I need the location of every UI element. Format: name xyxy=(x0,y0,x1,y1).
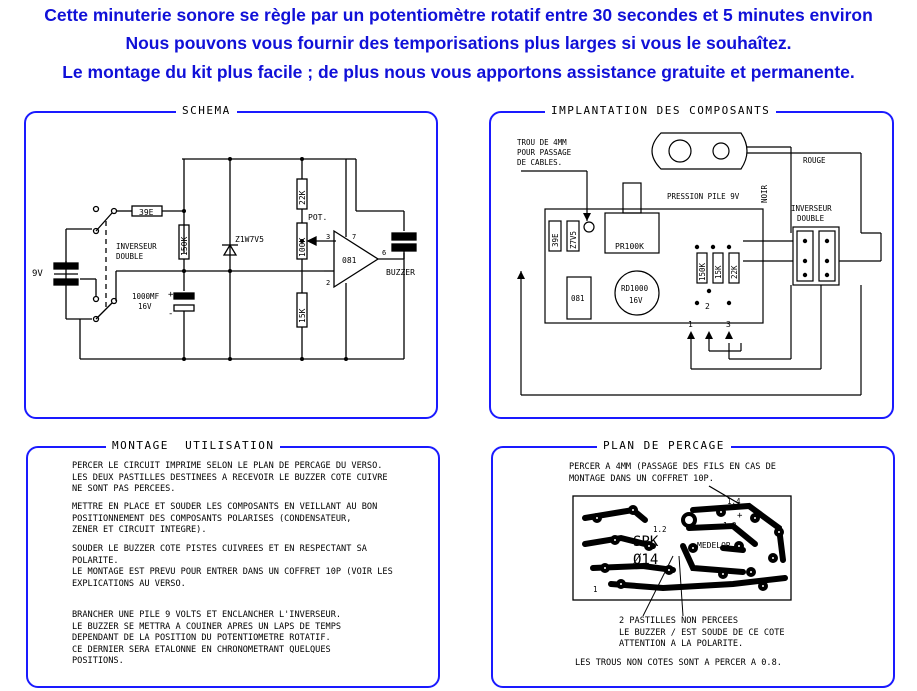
dim-1: 1 xyxy=(593,585,598,594)
rouge-label: ROUGE xyxy=(803,156,826,165)
zener-label: Z1W7V5 xyxy=(235,235,264,244)
montage-paragraph-3: SOUDER LE BUZZER COTE PISTES CUIVREES ET… xyxy=(72,544,393,589)
headline-3: Le montage du kit plus facile ; de plus … xyxy=(62,62,855,82)
percage-title: PLAN DE PERCAGE xyxy=(597,439,731,453)
montage-paragraph-1: PERCER LE CIRCUIT IMPRIME SELON LE PLAN … xyxy=(72,461,388,494)
implantation-panel: IMPLANTATION DES COMPOSANTS xyxy=(489,104,894,419)
pression-label: PRESSION PILE 9V xyxy=(667,192,740,201)
r-top-label: 22K xyxy=(298,190,307,205)
cap-minus: - xyxy=(168,309,173,319)
r2-label: 150K xyxy=(180,237,189,256)
noir-label: NOIR xyxy=(760,184,769,203)
hole-label-2: POUR PASSAGE xyxy=(517,148,572,157)
schematic-diagram: 9V INVERSEUR DOUBLE 39E 150K Z1W7V5 22K … xyxy=(32,157,417,361)
inverter-label-2: DOUBLE xyxy=(797,214,825,223)
percage-bottom-note: LES TROUS NON COTES SONT A PERCER A 0.8. xyxy=(575,658,782,668)
battery-label: 9V xyxy=(32,269,43,279)
montage-paragraph-2: METTRE EN PLACE ET SOUDER LES COMPOSANTS… xyxy=(72,502,378,535)
switch-label-1: INVERSEUR xyxy=(116,242,157,251)
polarity-plus: + xyxy=(737,511,743,521)
r-bottom-label: 15K xyxy=(298,308,307,323)
code-label: Ø14 xyxy=(633,552,658,568)
pin3-label: 3 xyxy=(326,233,330,241)
pot-label: POT. xyxy=(308,213,327,222)
dim-1-2-a: 1.2 xyxy=(653,525,667,534)
pcb-cap-label-2: 16V xyxy=(629,296,643,305)
pcb-pot-label: PR100K xyxy=(615,242,644,251)
r1-label: 39E xyxy=(139,208,154,217)
montage-title: MONTAGE UTILISATION xyxy=(106,439,281,453)
pcb-r3-label: 15K xyxy=(714,265,723,279)
spk-label: SPK xyxy=(633,534,659,550)
pin2-label: 2 xyxy=(326,279,330,287)
ic-label: 081 xyxy=(342,256,357,265)
schema-title: SCHEMA xyxy=(176,104,237,118)
montage-panel: MONTAGE UTILISATION PERCER LE CIRCUIT IM… xyxy=(26,439,440,688)
headline-2: Nous pouvons vous fournir des temporisat… xyxy=(125,33,792,53)
pcb-r1-label: 39E xyxy=(551,233,560,247)
percage-top-note: PERCER A 4MM (PASSAGE DES FILS EN CAS DE… xyxy=(569,462,776,484)
cap-plus: + xyxy=(168,290,174,300)
pcb-r2-label: 150K xyxy=(698,262,707,281)
pcb-r4-label: 22K xyxy=(730,265,739,279)
dim-1-4: 1.4 xyxy=(727,497,741,506)
percage-note-2: 2 PASTILLES NON PERCEES LE BUZZER / EST … xyxy=(619,616,785,649)
pin7-label: 7 xyxy=(352,233,356,241)
hole-label-3: DE CABLES. xyxy=(517,158,562,167)
pcb-ic-label: 081 xyxy=(571,294,585,303)
component-layout-diagram: TROU DE 4MM POUR PASSAGE DE CABLES. PRES… xyxy=(517,132,882,396)
pcb-zener-label: Z7V5 xyxy=(569,231,578,249)
implantation-title: IMPLANTATION DES COMPOSANTS xyxy=(545,104,777,118)
pad1-label: 1 xyxy=(688,320,693,329)
pot-value-label: 100K xyxy=(298,238,307,257)
switch-label-2: DOUBLE xyxy=(116,252,144,261)
schema-panel: SCHEMA xyxy=(24,104,438,419)
buzzer-label: BUZZER xyxy=(386,268,415,277)
cap-label-1: 1000MF xyxy=(132,292,160,301)
pin6-label: 6 xyxy=(382,249,386,257)
percage-panel: PLAN DE PERCAGE PERCER A 4MM (PASSAGE DE… xyxy=(491,439,895,688)
headline-1: Cette minuterie sonore se règle par un p… xyxy=(44,5,873,25)
drilling-plan-diagram: SPK Ø14 MEDELOR 1.2 1.2 1.4 1 + xyxy=(572,485,792,617)
dim-1-2-b: 1.2 xyxy=(723,521,737,530)
pcb-cap-label-1: RD1000 xyxy=(621,284,649,293)
brand-label: MEDELOR xyxy=(697,541,731,550)
montage-paragraph-4: BRANCHER UNE PILE 9 VOLTS ET ENCLANCHER … xyxy=(72,610,342,666)
pad3-label: 3 xyxy=(726,320,731,329)
pad2-label: 2 xyxy=(705,302,710,311)
inverter-label-1: INVERSEUR xyxy=(791,204,832,213)
cap-label-2: 16V xyxy=(138,302,152,311)
hole-label-1: TROU DE 4MM xyxy=(517,138,567,147)
